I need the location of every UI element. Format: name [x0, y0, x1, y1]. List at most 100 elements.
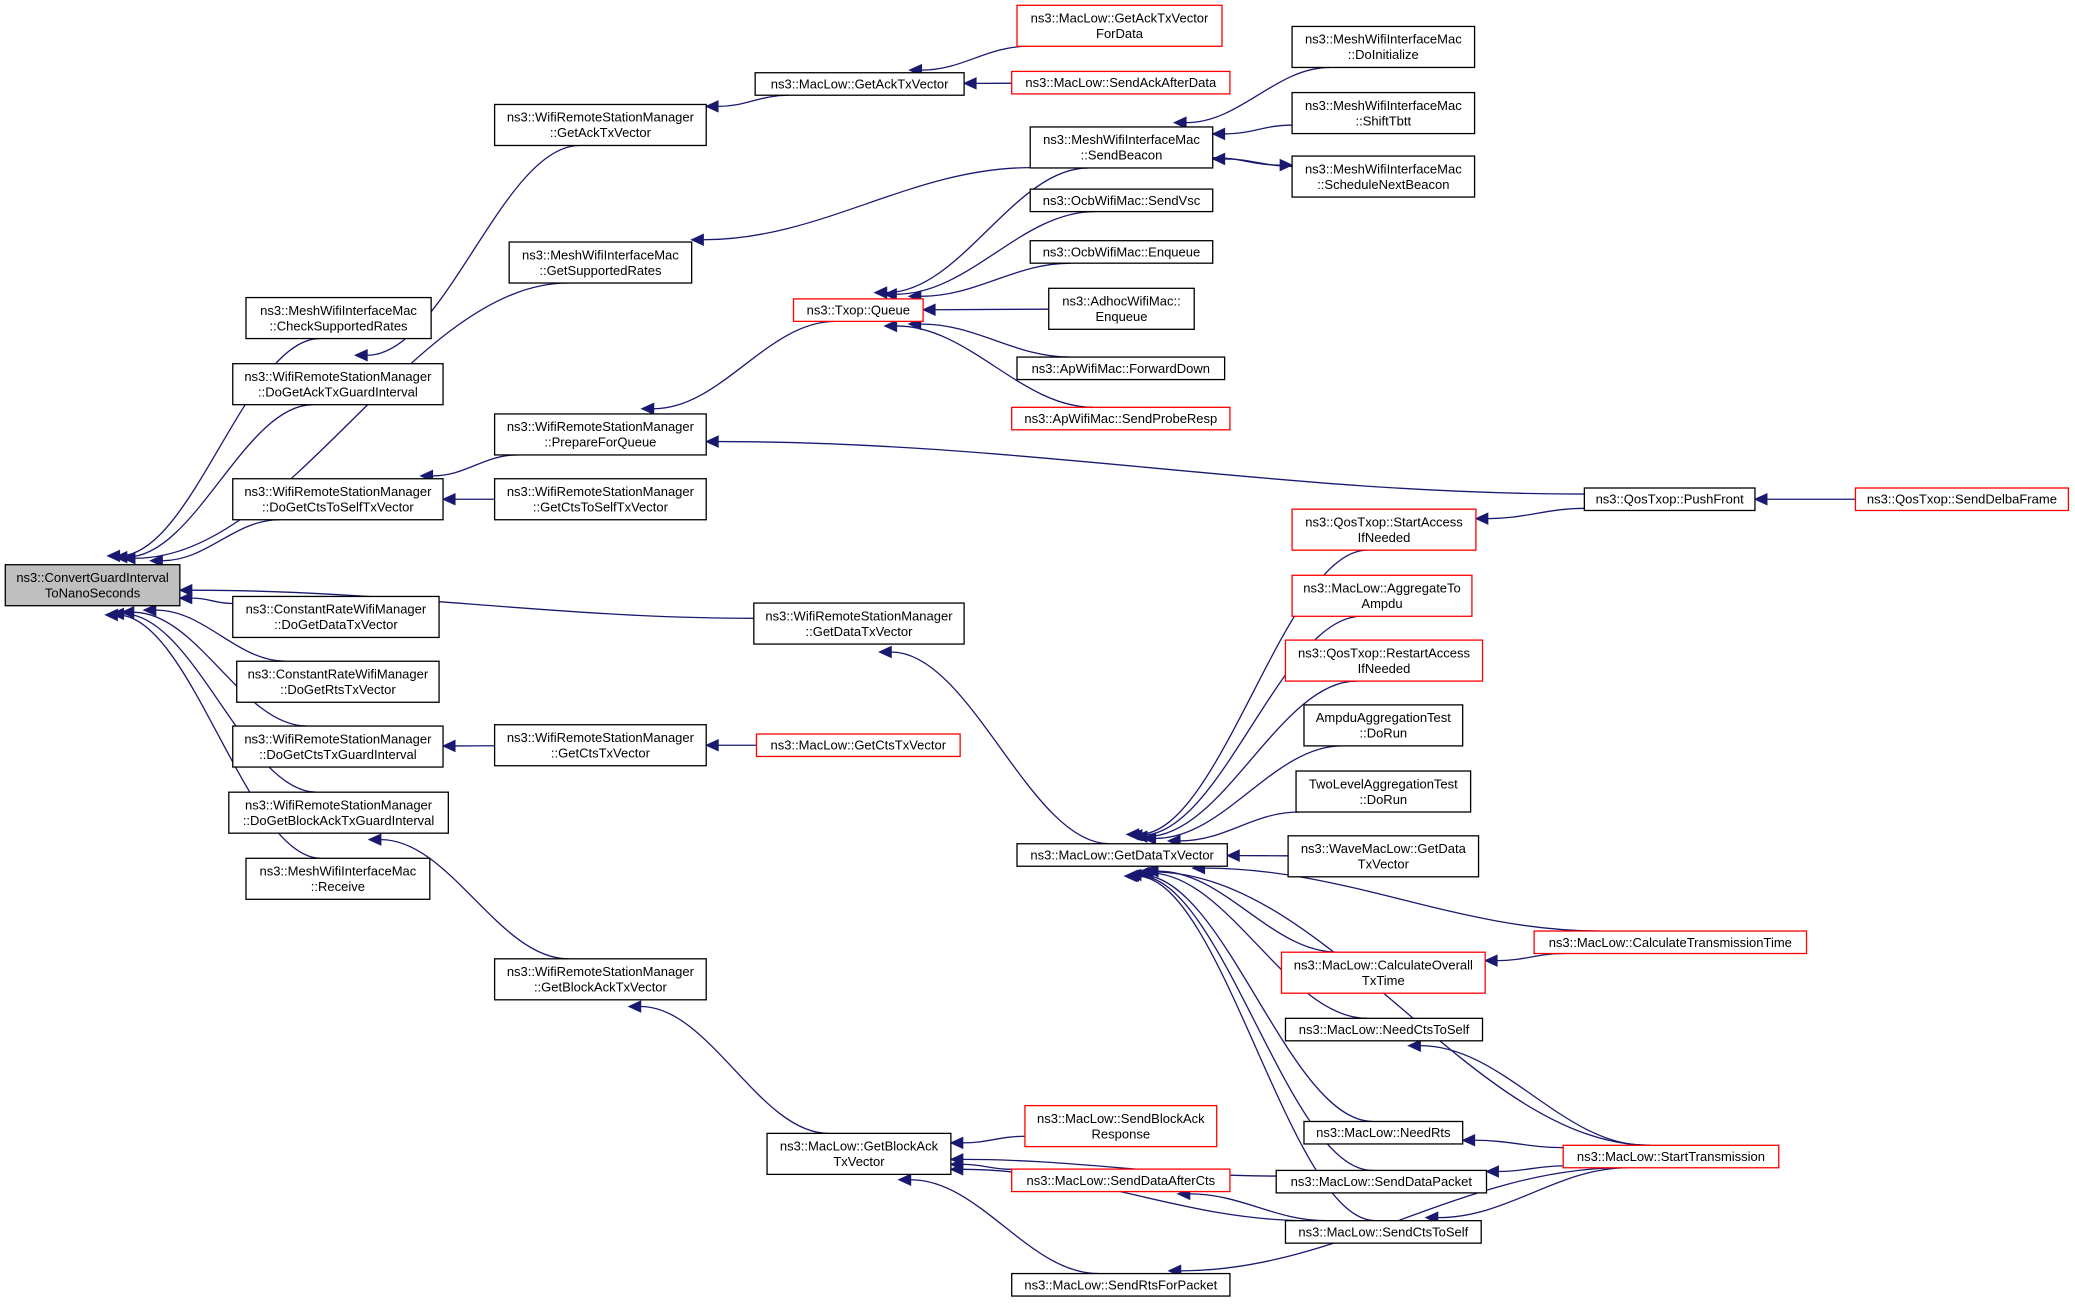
node-wrsm_getctstoself[interactable]: ns3::WifiRemoteStationManager::GetCtsToS… — [493, 478, 707, 521]
node-label: ns3::MacLow::NeedRts — [1316, 1125, 1451, 1140]
edge-root-to-mwim_getsupported — [121, 282, 569, 565]
node-ocb_enqueue[interactable]: ns3::OcbWifiMac::Enqueue — [1029, 240, 1214, 264]
node-box — [792, 298, 924, 323]
node-wrsm_getblockack[interactable]: ns3::WifiRemoteStationManager::GetBlockA… — [493, 958, 707, 1001]
node-wrsm_getctstx[interactable]: ns3::WifiRemoteStationManager::GetCtsTxV… — [493, 724, 707, 767]
edge-line — [1474, 1139, 1564, 1149]
edge-ml_getblockack-to-ml_sendblockackresp — [949, 1135, 1025, 1150]
node-wrsm_getacktx[interactable]: ns3::WifiRemoteStationManager::GetAckTxV… — [493, 103, 707, 147]
arrowhead-icon — [690, 233, 704, 247]
node-ml_sendackafterdata[interactable]: ns3::MacLow::SendAckAfterData — [1011, 70, 1231, 95]
edge-line — [1212, 156, 1281, 166]
node-wrsm_prepare[interactable]: ns3::WifiRemoteStationManager::PrepareFo… — [493, 413, 707, 456]
node-ml_calctrans[interactable]: ns3::MacLow::CalculateTransmissionTime — [1533, 930, 1808, 955]
node-label: ns3::MacLow::GetAckTxVector — [771, 76, 949, 91]
edge-ml_needctstoself-to-ml_starttrans — [1407, 1039, 1646, 1146]
node-wrsm_dogetacktxgi[interactable]: ns3::WifiRemoteStationManager::DoGetAckT… — [232, 363, 444, 406]
arrowhead-icon — [1226, 849, 1240, 862]
node-ml_needrts[interactable]: ns3::MacLow::NeedRts — [1303, 1120, 1464, 1145]
node-label: ns3::WifiRemoteStationManager — [507, 484, 695, 499]
node-mwim_receive[interactable]: ns3::MeshWifiInterfaceMac::Receive — [245, 857, 431, 900]
edge-wrsm_getctstx-to-ml_getctstx — [705, 738, 757, 752]
node-label: ::ShiftTbtt — [1356, 113, 1412, 128]
node-label: ns3::QosTxop::SendDelbaFrame — [1867, 492, 2057, 507]
node-box — [1029, 240, 1214, 264]
node-mwim_shift[interactable]: ns3::MeshWifiInterfaceMac::ShiftTbtt — [1291, 91, 1476, 135]
node-txop_queue[interactable]: ns3::Txop::Queue — [792, 298, 924, 323]
node-ml_getblockack[interactable]: ns3::MacLow::GetBlockAckTxVector — [766, 1132, 952, 1176]
edge-line — [718, 94, 789, 108]
node-mwim_getsupported[interactable]: ns3::MeshWifiInterfaceMac::GetSupportedR… — [508, 241, 693, 284]
arrowhead-icon — [1279, 158, 1294, 172]
node-crwm_dogetdata[interactable]: ns3::ConstantRateWifiManager::DoGetDataT… — [232, 595, 440, 639]
node-label: ::DoGetRtsTxVector — [280, 682, 396, 697]
node-label: ns3::WifiRemoteStationManager — [244, 484, 432, 499]
node-ap_sendprobe[interactable]: ns3::ApWifiMac::SendProbeResp — [1011, 406, 1231, 431]
node-label: Ampdu — [1361, 596, 1402, 611]
node-mwim_sendbeacon[interactable]: ns3::MeshWifiInterfaceMac::SendBeacon — [1029, 126, 1214, 169]
node-label: ns3::AdhocWifiMac:: — [1062, 294, 1181, 309]
node-wrsm_dogetctstxgi[interactable]: ns3::WifiRemoteStationManager::DoGetCtsT… — [232, 725, 444, 768]
node-adhoc_enqueue[interactable]: ns3::AdhocWifiMac::Enqueue — [1048, 287, 1195, 330]
node-box — [493, 413, 707, 456]
arrowhead-icon — [1407, 1039, 1421, 1052]
node-ml_starttrans[interactable]: ns3::MacLow::StartTransmission — [1562, 1144, 1780, 1169]
node-crwm_dogetrts[interactable]: ns3::ConstantRateWifiManager::DoGetRtsTx… — [236, 660, 440, 703]
node-ml_getacktx[interactable]: ns3::MacLow::GetAckTxVector — [754, 72, 965, 96]
node-ocb_sendvsc[interactable]: ns3::OcbWifiMac::SendVsc — [1029, 188, 1214, 213]
edge-line — [1141, 615, 1362, 836]
node-ml_senddatapacket[interactable]: ns3::MacLow::SendDataPacket — [1275, 1169, 1488, 1194]
edge-ml_getdatatx-to-ml_needrts — [1127, 868, 1373, 1123]
node-box — [1295, 770, 1472, 813]
edge-line — [162, 519, 280, 562]
node-wrsm_dogetctstoself[interactable]: ns3::WifiRemoteStationManager::DoGetCtsT… — [232, 478, 444, 521]
node-ml_getctstx[interactable]: ns3::MacLow::GetCtsTxVector — [755, 733, 961, 758]
node-ml_sendrtsforpacket[interactable]: ns3::MacLow::SendRtsForPacket — [1011, 1272, 1231, 1297]
node-mwim_schedule[interactable]: ns3::MeshWifiInterfaceMac::ScheduleNextB… — [1291, 155, 1476, 198]
edge-wrsm_getblockack-to-ml_getblockack — [627, 1000, 829, 1135]
edge-ml_getblockack-to-ml_sendrtsforpacket — [897, 1173, 1099, 1275]
arrowhead-icon — [704, 435, 719, 448]
node-twolevel_test[interactable]: TwoLevelAggregationTest::DoRun — [1295, 770, 1472, 813]
edge-line — [1180, 1167, 1623, 1272]
node-box — [1562, 1144, 1780, 1169]
edge-ml_getdatatx-to-ml_sendctstoself — [1123, 869, 1376, 1222]
node-box — [1533, 930, 1808, 955]
edge-wrsm_getdatatx-to-ml_getdatatx — [878, 645, 1110, 845]
node-wrsm_dogetblockackgi[interactable]: ns3::WifiRemoteStationManager::DoGetBloc… — [228, 791, 449, 834]
node-box — [1291, 25, 1476, 69]
arrowhead-icon — [149, 554, 163, 568]
node-ampdu_test[interactable]: AmpduAggregationTest::DoRun — [1303, 704, 1464, 747]
edge-line — [1497, 952, 1565, 962]
node-label: ns3::MacLow::AggregateTo — [1303, 581, 1461, 596]
node-box — [493, 103, 707, 147]
node-qos_senddelba[interactable]: ns3::QosTxop::SendDelbaFrame — [1854, 487, 2070, 512]
edge-txop_queue-to-ap_sendprobe — [883, 319, 1094, 408]
arrowhead-icon — [921, 303, 936, 317]
node-label: ::GetCtsTxVector — [551, 745, 651, 760]
node-mwim_doinit[interactable]: ns3::MeshWifiInterfaceMac::DoInitialize — [1291, 25, 1476, 69]
node-ml_needctstoself[interactable]: ns3::MacLow::NeedCtsToSelf — [1284, 1017, 1484, 1042]
node-label: ns3::MeshWifiInterfaceMac — [1305, 32, 1462, 47]
node-mwim_check[interactable]: ns3::MeshWifiInterfaceMac::CheckSupporte… — [245, 296, 432, 340]
node-label: ns3::WifiRemoteStationManager — [244, 731, 432, 746]
edges-layer — [104, 45, 1856, 1278]
node-wrsm_getdatatx[interactable]: ns3::WifiRemoteStationManager::GetDataTx… — [753, 602, 965, 645]
edge-txop_queue-to-mwim_sendbeacon — [873, 167, 1089, 299]
node-wave_getdata[interactable]: ns3::WaveMacLow::GetDataTxVector — [1287, 835, 1480, 878]
node-ml_senddataaftercts[interactable]: ns3::MacLow::SendDataAfterCts — [1011, 1168, 1231, 1193]
node-ap_forwarddown[interactable]: ns3::ApWifiMac::ForwardDown — [1016, 356, 1226, 381]
node-ml_getdatatx[interactable]: ns3::MacLow::GetDataTxVector — [1016, 843, 1228, 867]
edge-line — [1155, 745, 1343, 840]
node-ml_sendctstoself[interactable]: ns3::MacLow::SendCtsToSelf — [1284, 1220, 1482, 1244]
edge-root-to-wrsm_getdatatx — [178, 583, 754, 619]
node-qos_pushfront[interactable]: ns3::QosTxop::PushFront — [1583, 487, 1756, 512]
edge-line — [896, 325, 1094, 408]
